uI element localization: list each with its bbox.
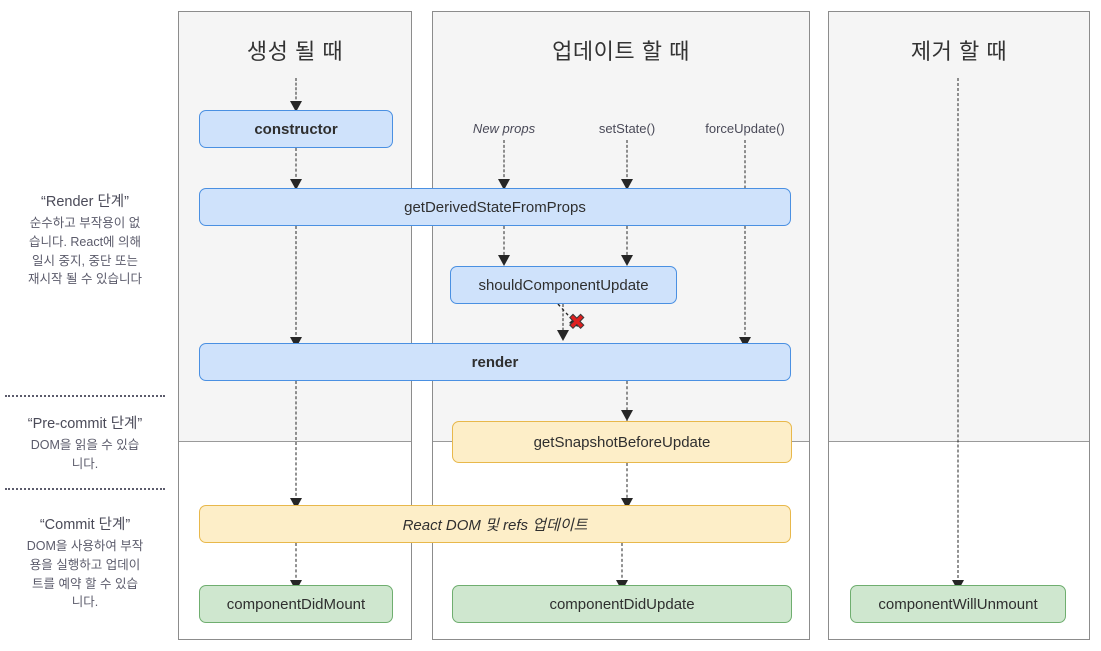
connector-line (295, 543, 297, 583)
legend-line: 니다. (71, 595, 99, 610)
connector-line (503, 226, 505, 260)
legend-body: DOM을 읽을 수 있습 니다. (0, 436, 170, 474)
legend-commit-phase: “Commit 단계” DOM을 사용하여 부작 용을 실행하고 업데이 트를 … (0, 513, 170, 612)
connector-line (626, 140, 628, 182)
connector-line (295, 148, 297, 182)
node-constructor[interactable]: constructor (199, 110, 393, 148)
connector-line (626, 226, 628, 260)
connector-arrow (557, 330, 569, 341)
connector-line (626, 463, 628, 503)
legend-divider-bottom (5, 488, 165, 490)
node-react-dom-refs-update[interactable]: React DOM 및 refs 업데이트 (199, 505, 791, 543)
legend-body: 순수하고 부작용이 없 습니다. React에 의해 일시 중지, 중단 또는 … (0, 214, 170, 289)
column-title-unmounting: 제거 할 때 (910, 39, 1008, 64)
connector-line (621, 543, 623, 583)
connector-arrow (621, 410, 633, 421)
connector-line (295, 381, 297, 501)
legend-line: 습니다. React에 의해 (28, 234, 142, 249)
node-render[interactable]: render (199, 343, 791, 381)
connector-line (295, 78, 297, 104)
skip-x-icon: ✖ (568, 311, 587, 334)
legend-line: 일시 중지, 중단 또는 (32, 253, 138, 268)
legend-title: “Pre-commit 단계” (27, 416, 143, 432)
legend-line: DOM을 사용하여 부작 (26, 539, 144, 553)
connector-arrow (621, 255, 633, 266)
legend-body: DOM을 사용하여 부작 용을 실행하고 업데이 트를 예약 할 수 있습 니다… (0, 537, 170, 612)
legend-title: “Render 단계” (41, 194, 129, 210)
column-unmounting: 제거 할 때 (828, 11, 1090, 640)
connector-arrow (621, 179, 633, 190)
connector-line (295, 226, 297, 340)
legend-title: “Commit 단계” (39, 517, 131, 533)
node-get-derived-state-from-props[interactable]: getDerivedStateFromProps (199, 188, 791, 226)
node-should-component-update[interactable]: shouldComponentUpdate (450, 266, 677, 304)
connector-line (503, 140, 505, 182)
connector-arrow (290, 337, 302, 348)
connector-arrow (290, 498, 302, 509)
legend-line: 재시작 될 수 있습니다 (28, 272, 142, 287)
connector-line (744, 140, 746, 340)
legend-pre-commit-phase: “Pre-commit 단계” DOM을 읽을 수 있습 니다. (0, 412, 170, 474)
connector-arrow (739, 337, 751, 348)
connector-arrow (498, 179, 510, 190)
column-title-mounting: 생성 될 때 (246, 39, 344, 64)
legend-line: 순수하고 부작용이 없 (29, 216, 141, 230)
legend-line: 니다. (71, 456, 99, 471)
column-title-updating: 업데이트 할 때 (552, 39, 690, 64)
node-component-will-unmount[interactable]: componentWillUnmount (850, 585, 1066, 623)
connector-arrow (290, 179, 302, 190)
trigger-new-props: New props (472, 121, 536, 136)
legend-divider-top (5, 395, 165, 397)
legend-render-phase: “Render 단계” 순수하고 부작용이 없 습니다. React에 의해 일… (0, 190, 170, 289)
connector-arrow (290, 101, 302, 112)
connector-arrow (498, 255, 510, 266)
legend-line: 트를 예약 할 수 있습 (32, 576, 138, 591)
node-component-did-mount[interactable]: componentDidMount (199, 585, 393, 623)
connector-arrow (621, 498, 633, 509)
connector-line (957, 78, 959, 583)
connector-line (562, 304, 564, 340)
trigger-force-update: forceUpdate() (705, 121, 785, 136)
connector-line (626, 381, 628, 421)
legend-line: 용을 실행하고 업데이 (29, 557, 141, 572)
node-get-snapshot-before-update[interactable]: getSnapshotBeforeUpdate (452, 421, 792, 463)
column-render-shade (829, 12, 1089, 442)
node-component-did-update[interactable]: componentDidUpdate (452, 585, 792, 623)
skip-branch-arrow (557, 303, 578, 327)
legend-line: DOM을 읽을 수 있습 (30, 438, 140, 452)
trigger-set-state: setState() (598, 121, 656, 136)
